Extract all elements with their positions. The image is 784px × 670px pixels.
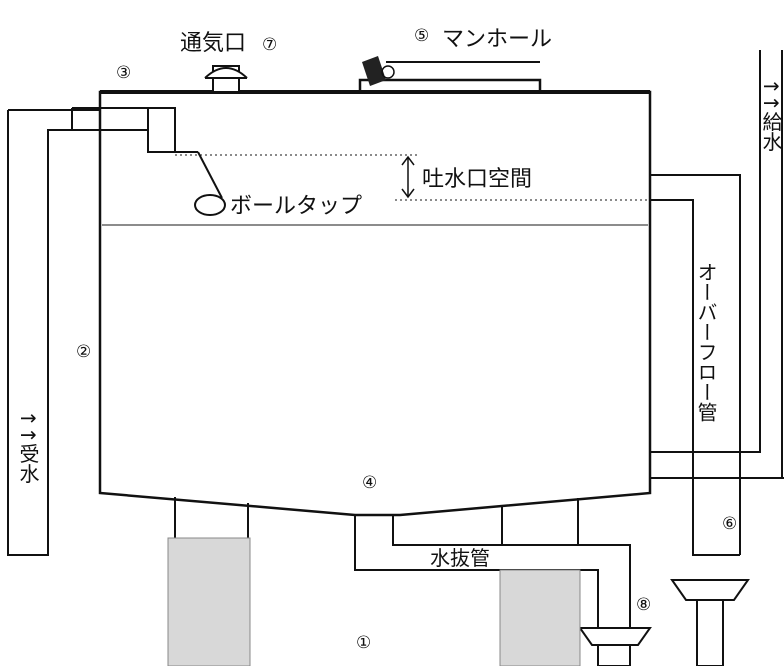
tank-outline <box>98 78 652 517</box>
drain-pipe <box>354 515 631 628</box>
marker-1: ① <box>356 633 371 653</box>
manhole-label: マンホール <box>442 27 552 52</box>
overflow-pipe <box>650 174 741 556</box>
marker-3: ③ <box>116 63 131 83</box>
marker-4: ④ <box>362 473 377 493</box>
vent-pipe <box>204 65 248 93</box>
marker-6: ⑥ <box>722 514 737 534</box>
ball-tap-float <box>194 194 226 216</box>
air-gap-arrow <box>401 155 415 199</box>
ball-tap-label: ボールタップ <box>230 194 362 219</box>
inflow-pipe <box>7 109 100 556</box>
outflow-label: ↑↑給水 <box>759 78 783 152</box>
ball-tap-pipe <box>71 107 223 199</box>
vent-label: 通気口 <box>180 31 246 56</box>
drain-pipe-label: 水抜管 <box>430 546 490 570</box>
marker-7: ⑦ <box>262 35 277 55</box>
inflow-label: ↑↑受水 <box>16 410 40 484</box>
overflow-funnel <box>670 579 750 667</box>
tank-supports <box>167 497 581 667</box>
outflow-pipe <box>650 50 784 479</box>
drain-funnel <box>578 627 652 667</box>
marker-8: ⑧ <box>636 595 651 615</box>
overflow-pipe-label: オーバーフロー管 <box>694 262 718 422</box>
marker-5: ⑤ <box>414 26 429 46</box>
marker-2: ② <box>76 342 91 362</box>
air-gap-label: 吐水口空間 <box>422 167 532 192</box>
manhole-lid <box>362 56 540 86</box>
